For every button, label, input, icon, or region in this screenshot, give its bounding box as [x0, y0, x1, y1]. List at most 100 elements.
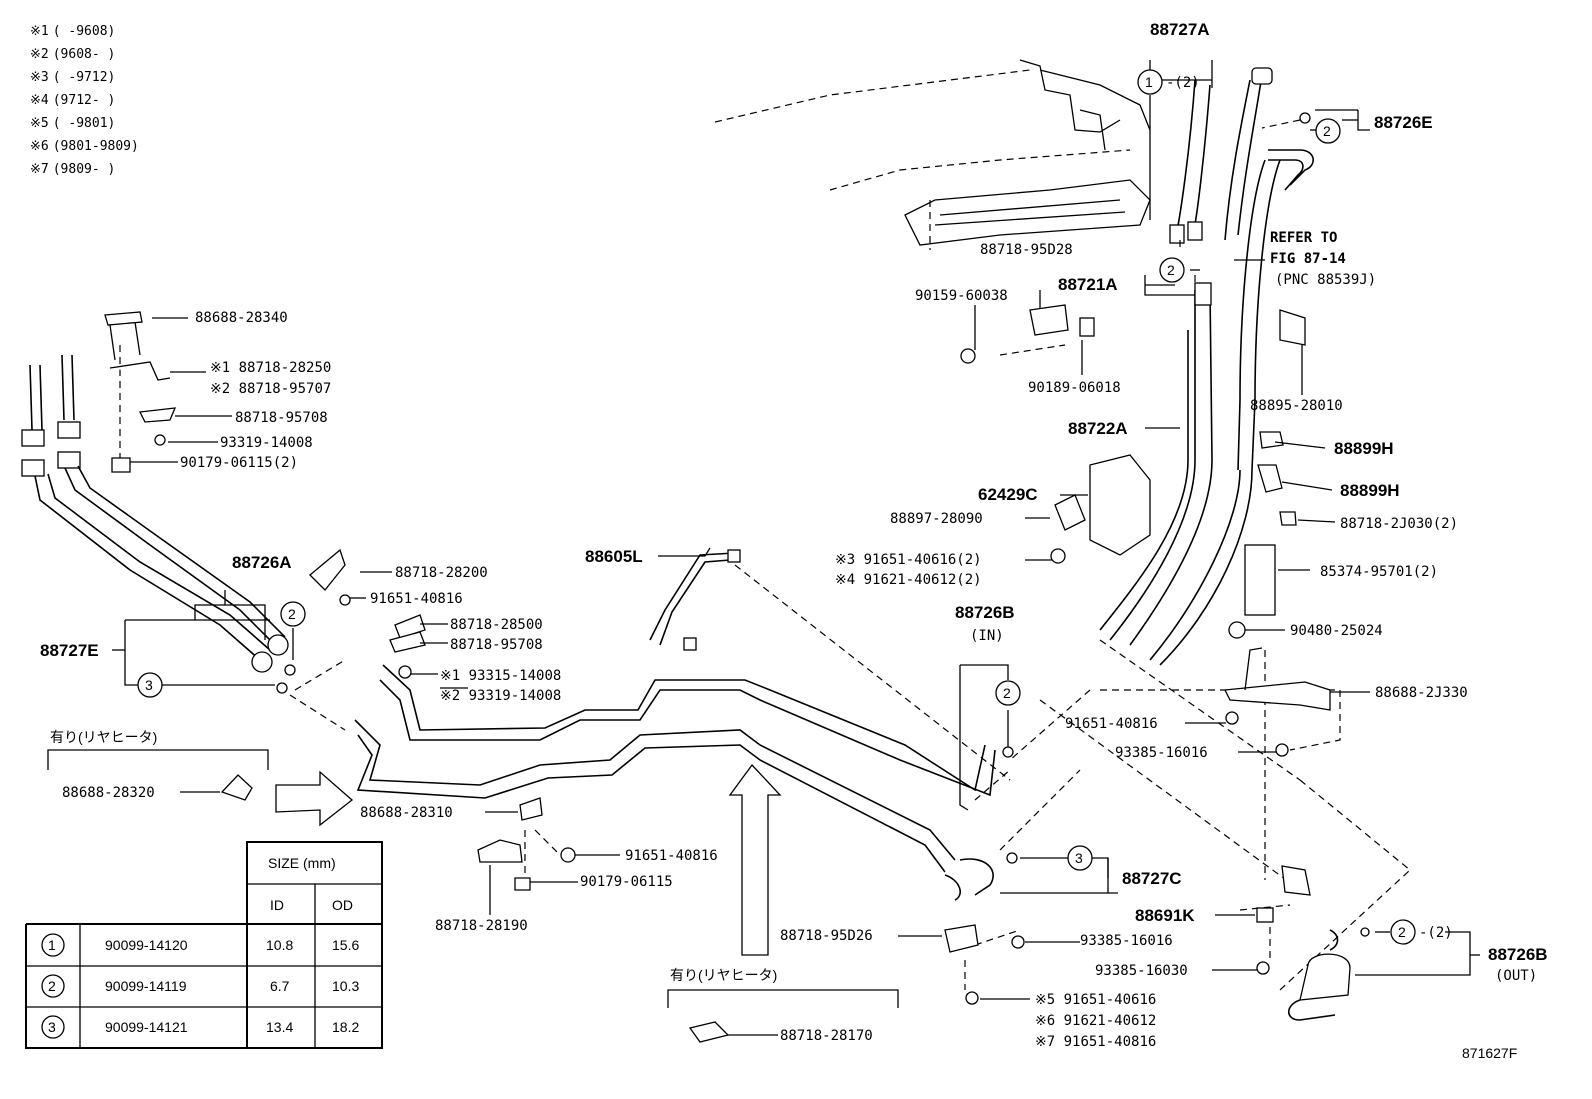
pipe-end — [21, 459, 45, 477]
row-num: 1 — [48, 937, 56, 953]
row-id: 6.7 — [270, 978, 290, 994]
direction-arrows — [275, 763, 782, 956]
label-88727E: 88727E — [40, 641, 99, 660]
ring-ref-3 — [1067, 845, 1093, 871]
label-88605L: 88605L — [585, 547, 643, 566]
label-90179-06115: 90179-06115(2) — [180, 455, 298, 471]
o-ring — [284, 664, 296, 676]
label-rear-heater: 有り(リヤヒータ) — [670, 967, 777, 983]
clip — [688, 1021, 730, 1043]
pad — [1244, 544, 1276, 616]
label-90480-25024: 90480-25024 — [1290, 623, 1383, 639]
label-88718-28200: 88718-28200 — [395, 565, 488, 581]
ring-ref-text: 2 — [1003, 685, 1011, 701]
label-90189-06018: 90189-06018 — [1028, 380, 1121, 396]
qty-label: -(2) — [1166, 75, 1200, 91]
label-rear-heater: 有り(リヤヒータ) — [50, 729, 157, 745]
arrow-right-icon — [275, 770, 354, 827]
label-88726A: 88726A — [232, 553, 292, 572]
label-90159-60038: 90159-60038 — [915, 288, 1008, 304]
label-88899H: 88899H — [1340, 481, 1400, 500]
ring-ref-text: 2 — [1167, 262, 1175, 278]
ring-ref-text: 2 — [288, 606, 296, 622]
label-93319-14008: 93319-14008 — [220, 435, 313, 451]
heater-unit-outline — [714, 59, 1151, 250]
row-od: 18.2 — [332, 1019, 359, 1035]
label-88722A: 88722A — [1068, 419, 1128, 438]
clip — [139, 407, 177, 423]
label-93315-14008: ※1 93315-14008 — [440, 668, 561, 684]
o-ring — [276, 682, 288, 694]
clamp — [309, 548, 346, 591]
grommet-plate — [1089, 454, 1151, 556]
table-row: 1 90099-14120 10.8 15.6 — [41, 933, 359, 957]
label-93385-16016: 93385-16016 — [1115, 745, 1208, 761]
label-88726B-in: 88726B — [955, 603, 1015, 622]
note-7: ※7(9809- ) — [30, 162, 115, 177]
clip — [1279, 511, 1297, 526]
o-ring — [1299, 112, 1311, 124]
ring-ref-2 — [1159, 257, 1185, 283]
clamp — [1259, 431, 1284, 449]
ring-references: 1 -(2) 2 2 2 3 2 3 2 -(2) — [137, 69, 1453, 945]
label-62429C: 62429C — [978, 485, 1038, 504]
clip — [109, 361, 171, 381]
bolt — [1275, 743, 1289, 757]
label-in: (IN) — [970, 628, 1004, 644]
clamp — [477, 839, 523, 863]
bolt — [398, 665, 412, 679]
main-pipes — [354, 549, 996, 901]
bolt — [1011, 935, 1025, 949]
col-id: ID — [270, 897, 284, 913]
leader-lines — [112, 60, 1480, 1000]
figure-number: 871627F — [1462, 1045, 1517, 1061]
label-91651-40816: 91651-40816 — [370, 591, 463, 607]
note-1: ※1( -9608) — [30, 24, 115, 39]
bracket — [1223, 681, 1331, 711]
label-91651-40616-5: ※5 91651-40616 — [1035, 992, 1156, 1008]
label-93385-16016: 93385-16016 — [1080, 933, 1173, 949]
label-88899H: 88899H — [1334, 439, 1394, 458]
clamp — [1257, 464, 1283, 493]
label-88718-28190: 88718-28190 — [435, 918, 528, 934]
pipe-end — [21, 429, 45, 447]
bolt — [560, 847, 576, 863]
ring-ref-2 — [995, 680, 1021, 706]
size-header: SIZE (mm) — [268, 855, 336, 871]
label-93385-16030: 93385-16030 — [1095, 963, 1188, 979]
ring-ref-text: 1 — [1145, 74, 1153, 90]
ring-ref-3 — [41, 1015, 65, 1039]
arrow-up-icon — [728, 763, 782, 956]
note-3: ※3( -9712) — [30, 70, 115, 85]
nut — [111, 457, 131, 473]
hose-fitting — [1194, 282, 1212, 306]
row-num: 3 — [48, 1019, 56, 1035]
fitting — [267, 634, 289, 656]
bolt — [965, 991, 979, 1005]
insulator — [1279, 309, 1306, 346]
label-refer-pnc: (PNC 88539J) — [1275, 272, 1376, 288]
bolt — [339, 594, 351, 606]
note-4: ※4(9712- ) — [30, 93, 115, 108]
fitting — [251, 651, 273, 673]
label-88721A: 88721A — [1058, 275, 1118, 294]
label-93319-14008: ※2 93319-14008 — [440, 688, 561, 704]
ring-ref-1 — [41, 933, 65, 957]
row-part: 90099-14121 — [105, 1019, 188, 1035]
hose-elbow — [1299, 953, 1351, 1001]
bolt — [154, 434, 166, 446]
label-88727A: 88727A — [1150, 20, 1210, 39]
bracket — [1029, 304, 1069, 336]
fitting — [1256, 907, 1274, 923]
bolt — [1256, 961, 1270, 975]
grommet — [1054, 494, 1086, 531]
label-88718-28170: 88718-28170 — [780, 1028, 873, 1044]
label-88691K: 88691K — [1135, 906, 1195, 925]
ring-ref-2 — [1390, 919, 1416, 945]
label-88688-28320: 88688-28320 — [62, 785, 155, 801]
connector — [683, 637, 697, 651]
hose-end — [1251, 67, 1273, 85]
callout-labels: 88727A 88726E REFER TO FIG 87-14 (PNC 88… — [40, 20, 1548, 1061]
bracket — [220, 774, 253, 801]
